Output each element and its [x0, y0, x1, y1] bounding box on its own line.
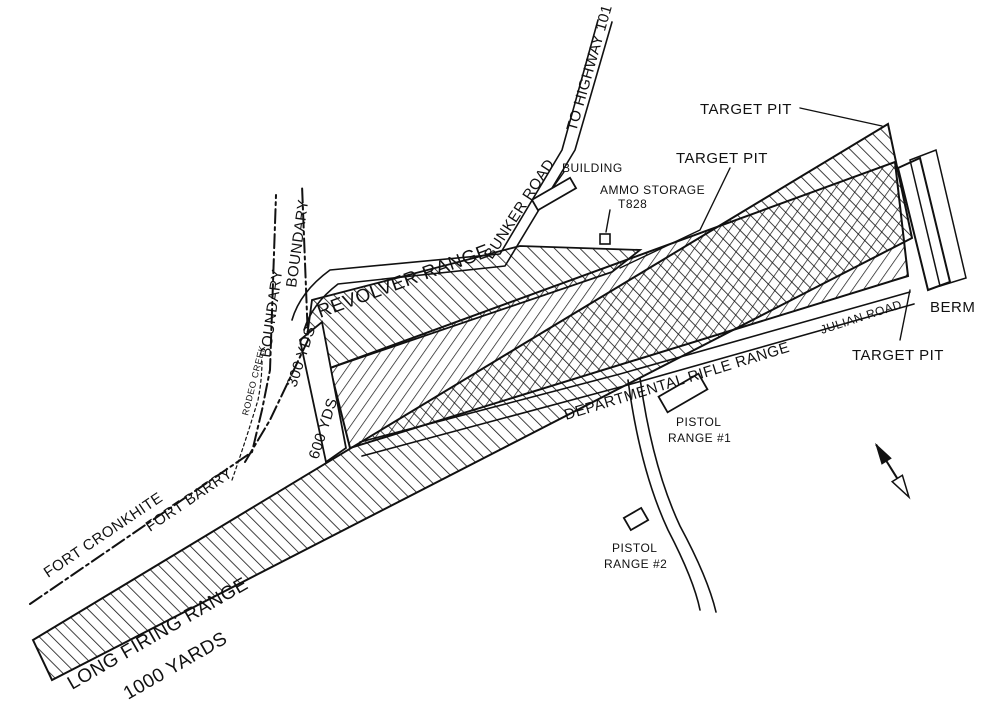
pistol-range-1-label-line2: RANGE #1: [668, 431, 731, 445]
ammo-storage-leader: [605, 209, 611, 233]
road-south-edge: [639, 377, 717, 613]
building-leader: [553, 171, 565, 187]
pistol-range-1-footprint: [657, 372, 709, 414]
road-south: [627, 379, 701, 611]
ammo-storage-label: AMMO STORAGE: [600, 183, 705, 197]
rodeo-creek-line: [231, 359, 263, 481]
pistol-range-2-footprint: [622, 506, 650, 532]
building-label: BUILDING: [562, 161, 623, 175]
firing-line-pad: [299, 320, 347, 464]
target-pit-top-label: TARGET PIT: [700, 101, 792, 118]
target-pit-right-label: TARGET PIT: [852, 347, 944, 364]
pistol-range-2-label-line1: PISTOL: [612, 541, 657, 555]
target-pit-right-leader: [899, 289, 911, 341]
pistol-range-1-label-line1: PISTOL: [676, 415, 721, 429]
pistol-range-2-label-line2: RANGE #2: [604, 557, 667, 571]
departmental-rifle-range-area: [328, 160, 910, 450]
julian-road: [359, 291, 911, 443]
north-arrow-icon: [875, 442, 911, 500]
julian-road-edge: [361, 303, 915, 457]
bunker-road: [291, 19, 599, 321]
target-pit-top-leader: [799, 107, 883, 127]
target-pit-mid-leader: [619, 167, 731, 269]
target-pit-mid-label: TARGET PIT: [676, 150, 768, 167]
boundary-line-fort-cronkhite: [29, 194, 277, 605]
berm-structure: [909, 148, 967, 287]
ammo-storage-footprint: [599, 233, 611, 245]
target-pit-structure-right: [896, 156, 952, 292]
ammo-storage-id-label: T828: [618, 197, 647, 211]
building-footprint: [530, 176, 578, 212]
boundary-line-fort-barry: [244, 184, 309, 463]
berm-label: BERM: [930, 299, 975, 316]
